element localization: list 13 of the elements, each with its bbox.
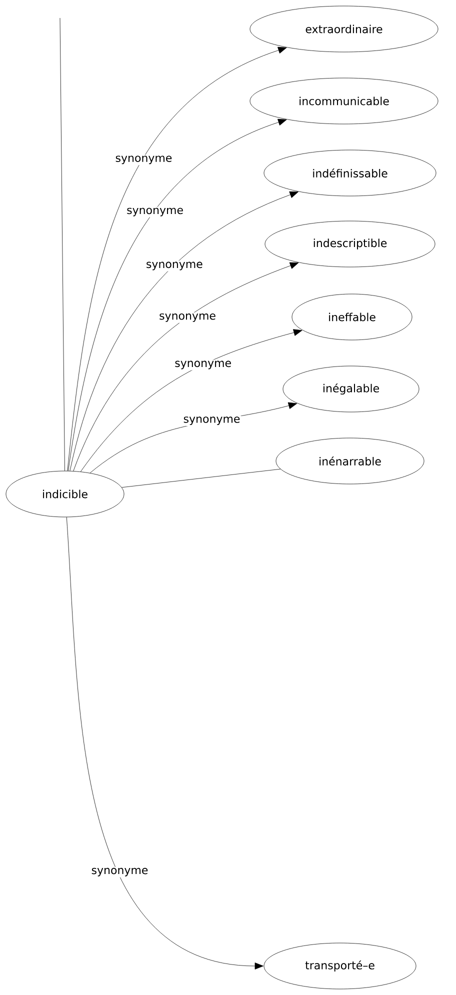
arrow [66,517,264,970]
arrow [80,329,302,472]
arrow [68,118,287,472]
arrow [70,191,298,472]
edge-label: synonyme [182,416,242,426]
edge-label: synonyme [144,260,204,272]
edge-label: synonyme [158,312,217,323]
edge-label: synonyme [126,206,184,218]
edge-label: synonyme [174,360,233,370]
edge-label: synonyme [90,866,150,878]
arrow [73,262,299,472]
edge-label: synonyme [114,154,174,166]
arrow [67,46,287,472]
